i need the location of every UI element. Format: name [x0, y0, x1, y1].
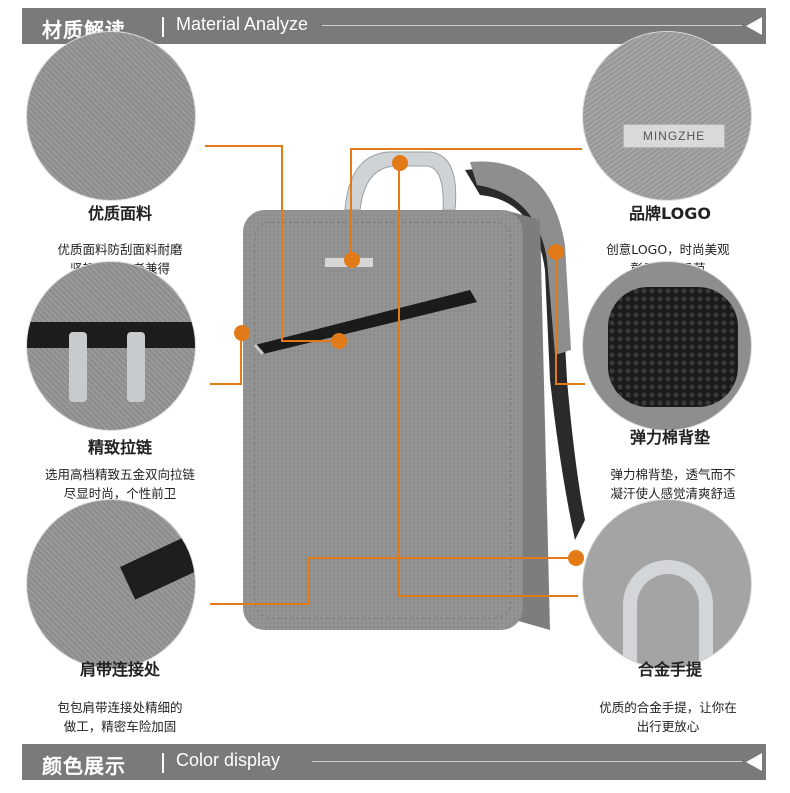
strap-detail-image — [27, 500, 195, 668]
connector-line — [398, 595, 578, 597]
backpack-image — [243, 151, 585, 630]
feature-desc-line: 出行更放心 — [636, 719, 700, 734]
connector-line — [240, 335, 242, 385]
feature-desc-line: 创意LOGO，时尚美观 — [606, 242, 730, 257]
feature-desc-pad: 弹力棉背垫，透气而不 凝汗使人感觉清爽舒适 — [583, 465, 763, 503]
logo-detail-image: MINGZHE — [583, 32, 751, 200]
feature-desc-line: 优质面料防刮面料耐磨 — [57, 242, 183, 257]
zipper-pull — [69, 332, 87, 402]
fabric-detail-image — [27, 32, 195, 200]
connector-line — [555, 383, 585, 385]
feature-desc-line: 做工，精密车险加固 — [63, 719, 177, 734]
banner-rule — [322, 25, 742, 26]
top-banner: 材质解读 Material Analyze — [22, 8, 766, 44]
zipper-detail-image — [27, 262, 195, 430]
banner-separator — [162, 17, 164, 37]
banner-title-en: Color display — [176, 750, 281, 770]
connector-dot — [234, 325, 250, 341]
feature-title-logo: 品牌LOGO — [629, 204, 711, 223]
feature-desc-line: 选用高档精致五金双向拉链 — [44, 467, 195, 482]
connector-line — [398, 162, 400, 597]
feature-title-fabric: 优质面料 — [87, 204, 152, 223]
connector-line — [210, 603, 310, 605]
feature-desc-line: 优质的合金手提，让你在 — [599, 700, 737, 715]
feature-title-strap: 肩带连接处 — [79, 660, 160, 679]
connector-line — [555, 250, 557, 385]
zipper-track — [27, 322, 195, 348]
banner-arrow-icon — [746, 17, 762, 35]
feature-title-zipper: 精致拉链 — [87, 438, 152, 457]
connector-dot — [568, 550, 584, 566]
backpad-detail-image — [583, 262, 751, 430]
banner-rule — [312, 761, 742, 762]
zipper-pull — [127, 332, 145, 402]
feature-desc-line: 凝汗使人感觉清爽舒适 — [610, 486, 736, 501]
brand-logo-badge: MINGZHE — [623, 124, 725, 148]
feature-desc-line: 包包肩带连接处精细的 — [57, 700, 183, 715]
connector-dot — [331, 333, 347, 349]
feature-desc-line: 弹力棉背垫，透气而不 — [610, 467, 736, 482]
handle-detail-image — [583, 500, 751, 668]
feature-desc-handle: 优质的合金手提，让你在 出行更放心 — [578, 698, 758, 736]
connector-line — [210, 383, 240, 385]
connector-dot — [344, 252, 360, 268]
feature-desc-zipper: 选用高档精致五金双向拉链 尽显时尚，个性前卫 — [20, 465, 220, 503]
connector-dot — [392, 155, 408, 171]
bottom-banner: 颜色展示 Color display — [22, 744, 766, 780]
connector-line — [281, 145, 283, 342]
connector-line — [281, 340, 339, 342]
connector-line — [308, 557, 576, 559]
banner-title-cn: 颜色展示 — [42, 754, 126, 778]
feature-desc-strap: 包包肩带连接处精细的 做工，精密车险加固 — [30, 698, 210, 736]
connector-line — [308, 557, 310, 605]
banner-arrow-icon — [746, 753, 762, 771]
alloy-handle — [623, 560, 713, 668]
connector-line — [350, 148, 352, 258]
feature-title-handle: 合金手提 — [637, 660, 702, 679]
banner-separator — [162, 753, 164, 773]
connector-line — [352, 148, 582, 150]
connector-dot — [548, 244, 564, 260]
feature-desc-line: 尽显时尚，个性前卫 — [63, 486, 177, 501]
banner-title-en: Material Analyze — [176, 14, 309, 34]
mesh-pad — [608, 287, 738, 407]
feature-title-pad: 弹力棉背垫 — [629, 428, 710, 447]
connector-line — [205, 145, 283, 147]
strap-webbing — [120, 516, 195, 600]
